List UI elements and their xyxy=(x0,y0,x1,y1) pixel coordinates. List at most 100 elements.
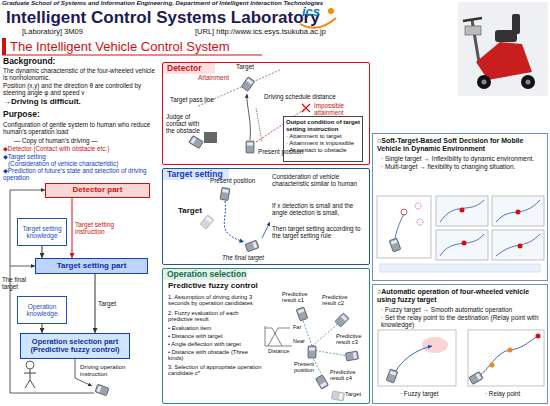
art-rect xyxy=(458,2,548,96)
flow-wires xyxy=(10,190,94,393)
art-circle xyxy=(526,80,531,85)
annotation: Predictive result c3 xyxy=(336,333,368,346)
annotation: Judge of contact with the obstacle xyxy=(166,113,206,134)
node-heading: Operation selection xyxy=(167,270,246,280)
output-condition-box: Output condition of target setting instr… xyxy=(283,116,363,162)
art-use xyxy=(241,77,254,91)
art-line xyxy=(256,108,262,142)
annotation: Impossible attainment xyxy=(314,102,364,116)
node-heading: Detector xyxy=(167,64,201,74)
flow-arrow xyxy=(95,274,96,333)
art-path xyxy=(496,200,540,222)
flow-label: Driving operation instruction xyxy=(80,364,130,377)
annotation: 3. Selection of appropriate operation ca… xyxy=(168,364,263,377)
art-rect xyxy=(492,230,544,260)
art-rect xyxy=(378,330,456,386)
node-text: · Set the relay point to the destination… xyxy=(381,314,543,329)
node-text: · Attainment to target xyxy=(286,133,360,140)
edge-label: Target xyxy=(98,300,144,307)
annotation: • Angle deflection with target xyxy=(168,341,263,347)
title-bar xyxy=(2,38,6,55)
art-circle xyxy=(490,363,495,368)
annotation: Present position xyxy=(258,148,308,155)
node-heading: ○Soft-Target-Based Soft Decision for Mob… xyxy=(377,137,543,153)
bullet-item: (Consideration of vehicle characteristic… xyxy=(8,160,164,167)
annotation: Near xyxy=(293,338,313,344)
art-circle xyxy=(26,361,34,369)
annotation: 2. Fuzzy evaluation of each predictive r… xyxy=(168,310,263,323)
node-heading: Target setting knowledge xyxy=(19,225,65,240)
art-path xyxy=(392,346,432,378)
node-heading: Output condition of target setting instr… xyxy=(286,119,360,132)
url: [URL] http://www.ics.esys.tsukuba.ac.jp xyxy=(195,28,425,36)
art-circle xyxy=(482,80,487,85)
art-path xyxy=(247,94,251,140)
annotation: • Distance with obstacle (Three kinds) xyxy=(168,349,263,362)
system-title: The Intelligent Vehicle Control System xyxy=(10,40,270,55)
annotation: Target xyxy=(236,63,266,70)
art-use xyxy=(296,307,308,321)
art-circle xyxy=(415,203,421,209)
target-setting-part-box: Target setting part xyxy=(35,258,148,274)
art-path xyxy=(440,200,484,222)
art-path xyxy=(312,350,348,356)
fuzzy-target-illustration xyxy=(378,330,544,386)
art-use xyxy=(331,391,344,401)
panel-tab xyxy=(163,63,215,74)
art-use xyxy=(469,372,483,385)
annotation: If x detection is small and the angle de… xyxy=(272,202,364,216)
annotation: Predictive result c1 xyxy=(282,291,312,304)
annotation: 1. Assumption of driving during 3 second… xyxy=(168,294,263,307)
edge-label: Target setting instruction xyxy=(75,221,121,236)
body-text: Position (x,y) and the direction θ are c… xyxy=(3,82,159,96)
art-rect xyxy=(492,196,544,226)
annotation: • Evaluation item xyxy=(168,325,263,331)
art-use xyxy=(335,313,349,327)
flow-arrow xyxy=(72,198,73,258)
art-path xyxy=(10,190,94,393)
art-circle xyxy=(521,75,535,89)
art-use xyxy=(345,351,358,361)
art-use xyxy=(200,215,214,229)
section-heading: Purpose: xyxy=(3,110,159,120)
soft-target-illustration xyxy=(377,196,544,272)
scooter-photo xyxy=(458,2,548,96)
art-use xyxy=(189,136,203,149)
art-circle xyxy=(518,244,523,249)
annotation: · Fuzzy target xyxy=(400,390,460,397)
annotation: Driving schedule distance xyxy=(264,93,344,100)
body-text: — Copy of human's driving — xyxy=(14,137,164,144)
bullet-item: ◆Detector (Contact with obstacle etc.) xyxy=(3,145,159,152)
art-circle xyxy=(328,8,334,14)
body-text: The dynamic characteristic of the four-w… xyxy=(3,67,159,81)
art-polyline xyxy=(265,328,282,346)
node-text: · Attainment is impossible xyxy=(286,140,360,147)
art-path xyxy=(262,222,270,238)
annotation: Target xyxy=(178,207,208,216)
bullet-item: ◆Prediction of future's state and select… xyxy=(3,167,159,181)
art-polyline xyxy=(268,328,290,346)
art-path xyxy=(395,214,404,238)
art-rect xyxy=(436,196,488,226)
operation-selection-part-box: Operation selection part (Predictive fuz… xyxy=(20,333,130,359)
art-rect xyxy=(436,230,488,260)
annotation: Then target setting according to the tar… xyxy=(272,225,364,239)
membership-graph xyxy=(265,326,292,346)
art-ellipse xyxy=(422,337,448,353)
art-use xyxy=(246,141,254,153)
annotation: • Distance with target xyxy=(168,333,263,339)
research-panel: ○Soft-Target-Based Soft Decision for Mob… xyxy=(372,133,548,281)
node-heading: Operation knowledge xyxy=(19,303,65,318)
annotation: Consideration of vehicle characteristic … xyxy=(272,173,364,187)
art-rect xyxy=(468,330,544,386)
node-text: · Multi-target → flexibility to changing… xyxy=(381,163,543,170)
art-use xyxy=(386,369,398,383)
annotation: Target xyxy=(345,391,370,397)
art-rect xyxy=(380,264,540,272)
art-path xyxy=(312,322,340,346)
annotation: Distance xyxy=(268,348,298,354)
art-path xyxy=(24,369,36,388)
art-path xyxy=(10,266,35,267)
